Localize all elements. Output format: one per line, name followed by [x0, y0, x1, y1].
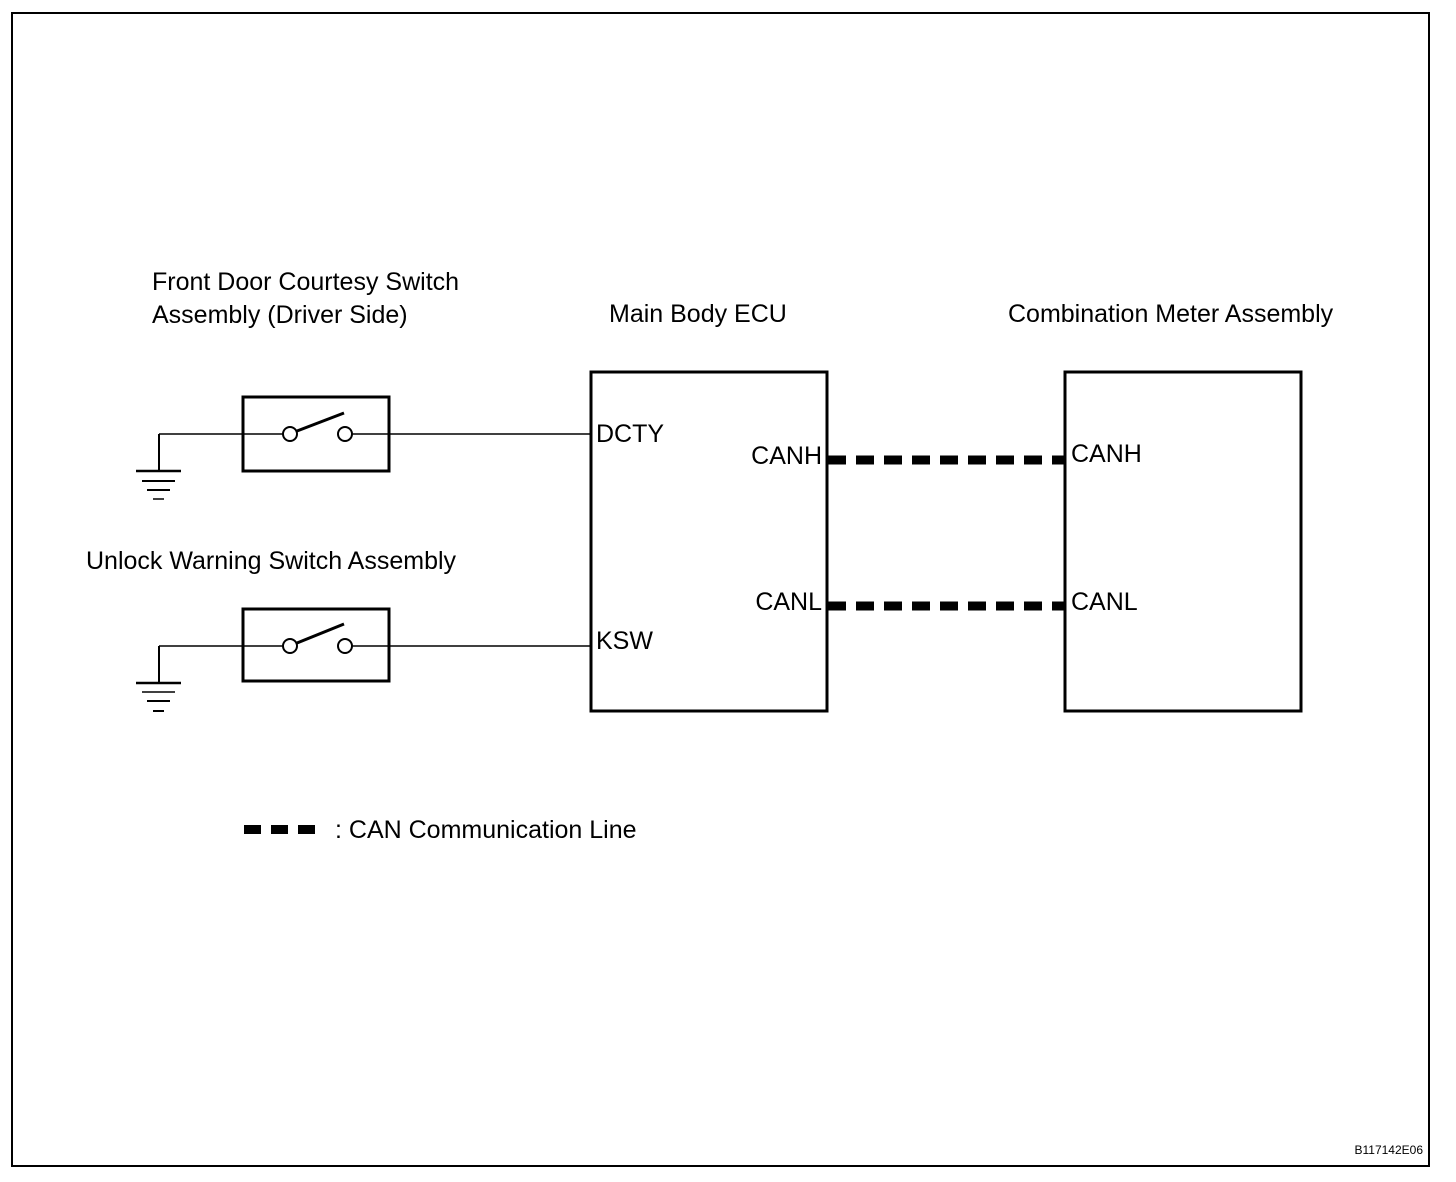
meter-title: Combination Meter Assembly [1008, 300, 1334, 328]
unlock-switch-title: Unlock Warning Switch Assembly [86, 547, 457, 575]
main-body-ecu: Main Body ECU DCTY KSW CANH CANL [589, 300, 829, 713]
switch-open-icon [282, 411, 353, 442]
courtesy-switch-title-line1: Front Door Courtesy Switch [152, 268, 459, 296]
ecu-box [589, 370, 829, 713]
combination-meter: Combination Meter Assembly CANH CANL [1008, 300, 1334, 713]
meter-box [1063, 370, 1303, 713]
unlock-switch-box [241, 607, 391, 683]
ecu-terminal-ksw: KSW [596, 627, 653, 655]
ground-icon [136, 646, 181, 712]
courtesy-switch-title-line2: Assembly (Driver Side) [152, 301, 408, 329]
figure-code: B117142E06 [1354, 1143, 1423, 1157]
unlock-switch-group: Unlock Warning Switch Assembly [86, 547, 591, 712]
diagram-frame [11, 12, 1430, 1167]
meter-terminal-canh: CANH [1071, 440, 1142, 468]
legend-label: : CAN Communication Line [335, 816, 637, 844]
ecu-terminal-canl: CANL [755, 588, 822, 616]
meter-terminal-canl: CANL [1071, 588, 1138, 616]
ecu-title: Main Body ECU [609, 300, 787, 328]
ecu-terminal-dcty: DCTY [596, 420, 664, 448]
courtesy-switch-group: Front Door Courtesy Switch Assembly (Dri… [136, 268, 591, 500]
switch-open-icon [282, 622, 353, 654]
ecu-terminal-canh: CANH [751, 442, 822, 470]
dashed-line-icon [244, 825, 315, 834]
ground-icon [136, 434, 181, 500]
legend: : CAN Communication Line [244, 816, 637, 844]
